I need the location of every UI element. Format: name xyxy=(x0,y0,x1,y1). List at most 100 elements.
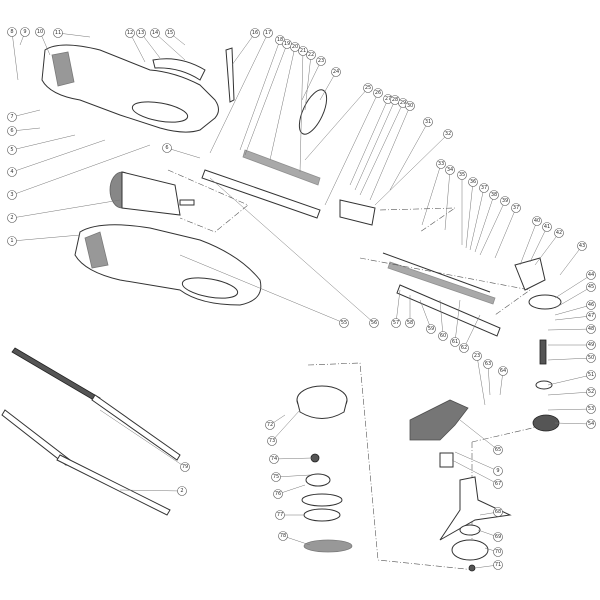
callout-11: 11 xyxy=(53,28,91,38)
callout-number: 53 xyxy=(588,406,594,412)
leader-line xyxy=(554,422,592,425)
leader-line xyxy=(534,232,560,266)
callout-number: 60 xyxy=(440,333,446,339)
callout-circle xyxy=(493,560,503,570)
callout-circle xyxy=(263,28,273,38)
leader-line xyxy=(463,314,481,349)
callout-circle xyxy=(20,27,30,37)
callout-34: 34 xyxy=(444,165,455,231)
callout-number: 20 xyxy=(292,44,298,50)
motor-part xyxy=(109,171,195,216)
callout-number: 42 xyxy=(556,230,562,236)
callout-58: 58 xyxy=(405,295,415,328)
leader-line xyxy=(11,109,41,118)
callout-39: 39 xyxy=(479,196,510,256)
leader-line xyxy=(421,163,442,226)
callout-number: 17 xyxy=(265,30,271,36)
callout-circle xyxy=(586,353,596,363)
callout-2: 2 xyxy=(119,486,187,496)
callout-number: 21 xyxy=(300,48,306,54)
callout-number: 25 xyxy=(365,85,371,91)
callout-18: 18 xyxy=(239,35,285,151)
callout-6: 6 xyxy=(162,143,201,159)
pole-handle-part xyxy=(225,47,235,103)
callout-circle xyxy=(489,190,499,200)
callout-26: 26 xyxy=(324,88,383,206)
callout-number: 18 xyxy=(277,37,283,43)
callout-77: 77 xyxy=(275,510,305,520)
leader-line xyxy=(269,46,296,161)
callout-circle xyxy=(339,318,349,328)
callout-67: 67 xyxy=(451,459,503,489)
callout-number: 23 xyxy=(318,58,324,64)
shaft-tubes xyxy=(201,149,501,337)
leader-line xyxy=(554,315,592,321)
callout-number: 62 xyxy=(461,345,467,351)
callout-number: 31 xyxy=(425,119,431,125)
leader-line xyxy=(554,304,592,316)
callout-23: 23 xyxy=(301,56,326,101)
leader-line xyxy=(349,98,389,186)
callout-60: 60 xyxy=(438,299,448,341)
callout-circle xyxy=(426,324,436,334)
callout-46: 46 xyxy=(554,300,596,316)
leader-line xyxy=(11,144,151,196)
callout-number: 40 xyxy=(534,218,540,224)
callout-circle xyxy=(271,472,281,482)
callout-circle xyxy=(306,50,316,60)
callout-number: 9 xyxy=(23,29,26,35)
leader-line xyxy=(451,459,499,485)
leader-line xyxy=(547,374,592,386)
callout-circle xyxy=(577,241,587,251)
callout-number: 4 xyxy=(10,169,13,175)
callout-circle xyxy=(511,203,521,213)
callout-45: 45 xyxy=(554,282,596,309)
leader-line xyxy=(154,32,186,61)
leader-line xyxy=(239,39,281,151)
callout-24: 24 xyxy=(319,67,341,101)
callout-circle xyxy=(459,343,469,353)
callout-number: 34 xyxy=(447,167,453,173)
callout-circle xyxy=(125,28,135,38)
callout-circle xyxy=(586,300,596,310)
callout-number: 63 xyxy=(485,361,491,367)
callout-number: 30 xyxy=(407,103,413,109)
callout-number: 7 xyxy=(10,114,13,120)
callout-circle xyxy=(438,331,448,341)
leader-line xyxy=(554,274,592,299)
callout-number: 39 xyxy=(502,198,508,204)
callout-3: 3 xyxy=(7,144,151,200)
callout-43: 43 xyxy=(559,241,587,276)
callout-circle xyxy=(363,83,373,93)
callout-circle xyxy=(443,129,453,139)
callout-74: 74 xyxy=(269,454,313,464)
callout-number: 33 xyxy=(438,161,444,167)
callout-number: 24 xyxy=(333,69,339,75)
leader-line xyxy=(444,169,451,231)
callout-62: 62 xyxy=(459,314,481,353)
callout-circle xyxy=(298,46,308,56)
callout-number: 51 xyxy=(588,372,594,378)
leader-line xyxy=(119,489,183,492)
callout-10: 10 xyxy=(35,27,51,56)
callout-number: 48 xyxy=(588,326,594,332)
callout-number: 37 xyxy=(481,185,487,191)
callout-number: 52 xyxy=(588,389,594,395)
callout-number: 45 xyxy=(588,284,594,290)
callout-number: 78 xyxy=(280,533,286,539)
callout-circle xyxy=(316,56,326,66)
callout-number: 36 xyxy=(470,179,476,185)
callout-number: 9 xyxy=(496,468,499,474)
callout-19: 19 xyxy=(244,39,292,156)
callout-69: 69 xyxy=(477,529,503,542)
callout-53: 53 xyxy=(547,404,596,414)
loop-handle-part xyxy=(298,89,328,135)
callout-circle xyxy=(7,213,17,223)
callout-circle xyxy=(479,183,489,193)
callout-47: 47 xyxy=(554,311,596,321)
callout-number: 77 xyxy=(277,512,283,518)
callout-70: 70 xyxy=(484,547,503,557)
callout-71: 71 xyxy=(474,560,503,570)
callout-circle xyxy=(7,126,17,136)
leader-line xyxy=(469,187,485,251)
